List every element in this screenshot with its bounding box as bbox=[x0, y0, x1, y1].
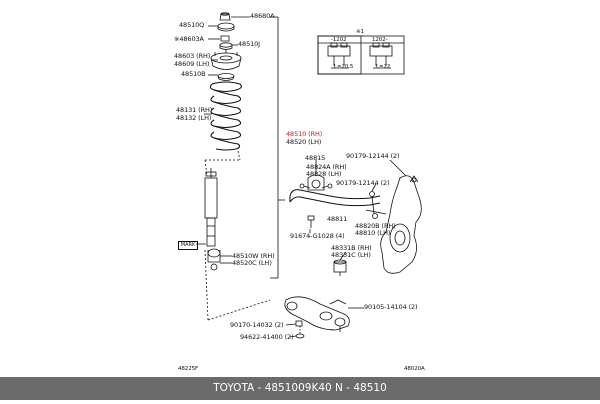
inset-right-head: 1202- bbox=[372, 37, 388, 43]
bumper-48510B bbox=[217, 73, 235, 81]
label-48603RH: 48603 (RH) bbox=[174, 52, 211, 60]
coil-spring bbox=[209, 81, 242, 151]
label-48603A: ※48603A bbox=[174, 35, 204, 43]
nut-48680A bbox=[219, 12, 231, 21]
lower-control-arm bbox=[284, 296, 350, 332]
label-48811: 48811 bbox=[327, 215, 348, 223]
label-48510B: 48510B bbox=[181, 70, 206, 78]
inset-panel bbox=[317, 35, 405, 75]
part-number-bar: TOYOTA - 4851009K40 N - 48510 bbox=[0, 377, 600, 400]
stabilizer-link bbox=[365, 191, 387, 219]
bolt-91674 bbox=[307, 215, 315, 228]
inset-left-head: -1202 bbox=[331, 37, 347, 43]
label-48131RH: 48131 (RH) bbox=[176, 106, 213, 114]
label-90170: 90170-14032 (2) bbox=[230, 321, 284, 329]
ref-code-left: 48225F bbox=[178, 366, 199, 372]
washer-94622 bbox=[295, 333, 305, 339]
label-48828: 48828 (LH) bbox=[306, 170, 342, 178]
label-48820B: 48820B (RH) bbox=[355, 222, 396, 230]
label-48510RH-highlight: 48510 (RH) bbox=[286, 130, 323, 138]
label-48331C: 48331C (LH) bbox=[331, 251, 371, 259]
upper-support bbox=[210, 49, 242, 70]
inset-right-dim: L=22 bbox=[376, 64, 391, 70]
bump-stopper bbox=[333, 259, 347, 276]
label-48331B: 48331B (RH) bbox=[331, 244, 372, 252]
steering-knuckle bbox=[380, 175, 422, 274]
label-48824A: 48824A (RH) bbox=[306, 163, 347, 171]
marker-icon: ※ bbox=[174, 35, 180, 43]
label-94622: 94622-41400 (2) bbox=[240, 333, 294, 341]
nut-90170 bbox=[295, 320, 303, 327]
label-90179-12144-a: 90179-12144 (2) bbox=[346, 152, 400, 160]
label-90179-12144-b: 90179-12144 (2) bbox=[336, 179, 390, 187]
shock-absorber bbox=[204, 168, 221, 271]
washer-48510Q bbox=[217, 22, 235, 32]
inset-title: ※1 bbox=[356, 29, 364, 35]
label-48510J: 48510J bbox=[238, 40, 260, 48]
nut-48603A bbox=[220, 35, 230, 42]
cushion-48510J bbox=[219, 42, 233, 50]
label-48815: 48815 bbox=[305, 154, 326, 162]
label-90105: 90105-14104 (2) bbox=[364, 303, 418, 311]
label-48609LH: 48609 (LH) bbox=[174, 60, 210, 68]
ref-code-right: 48020A bbox=[404, 366, 425, 372]
label-48510Q: 48510Q bbox=[179, 21, 205, 29]
mark-label: MARK bbox=[178, 241, 198, 250]
stabilizer-bar bbox=[289, 189, 381, 207]
label-91674: 91674-G1028 (4) bbox=[290, 232, 345, 240]
label-48520C: 48520C (LH) bbox=[232, 259, 272, 267]
inset-left-dim: L=20.5 bbox=[334, 64, 354, 70]
label-48520LH: 48520 (LH) bbox=[286, 138, 322, 146]
label-48132LH: 48132 (LH) bbox=[176, 114, 212, 122]
label-48680A: 48680A bbox=[250, 12, 275, 20]
label-48810: 48810 (LH) bbox=[355, 229, 391, 237]
label-48510W: 48510W (RH) bbox=[232, 252, 275, 260]
stabilizer-bushing bbox=[299, 174, 333, 191]
